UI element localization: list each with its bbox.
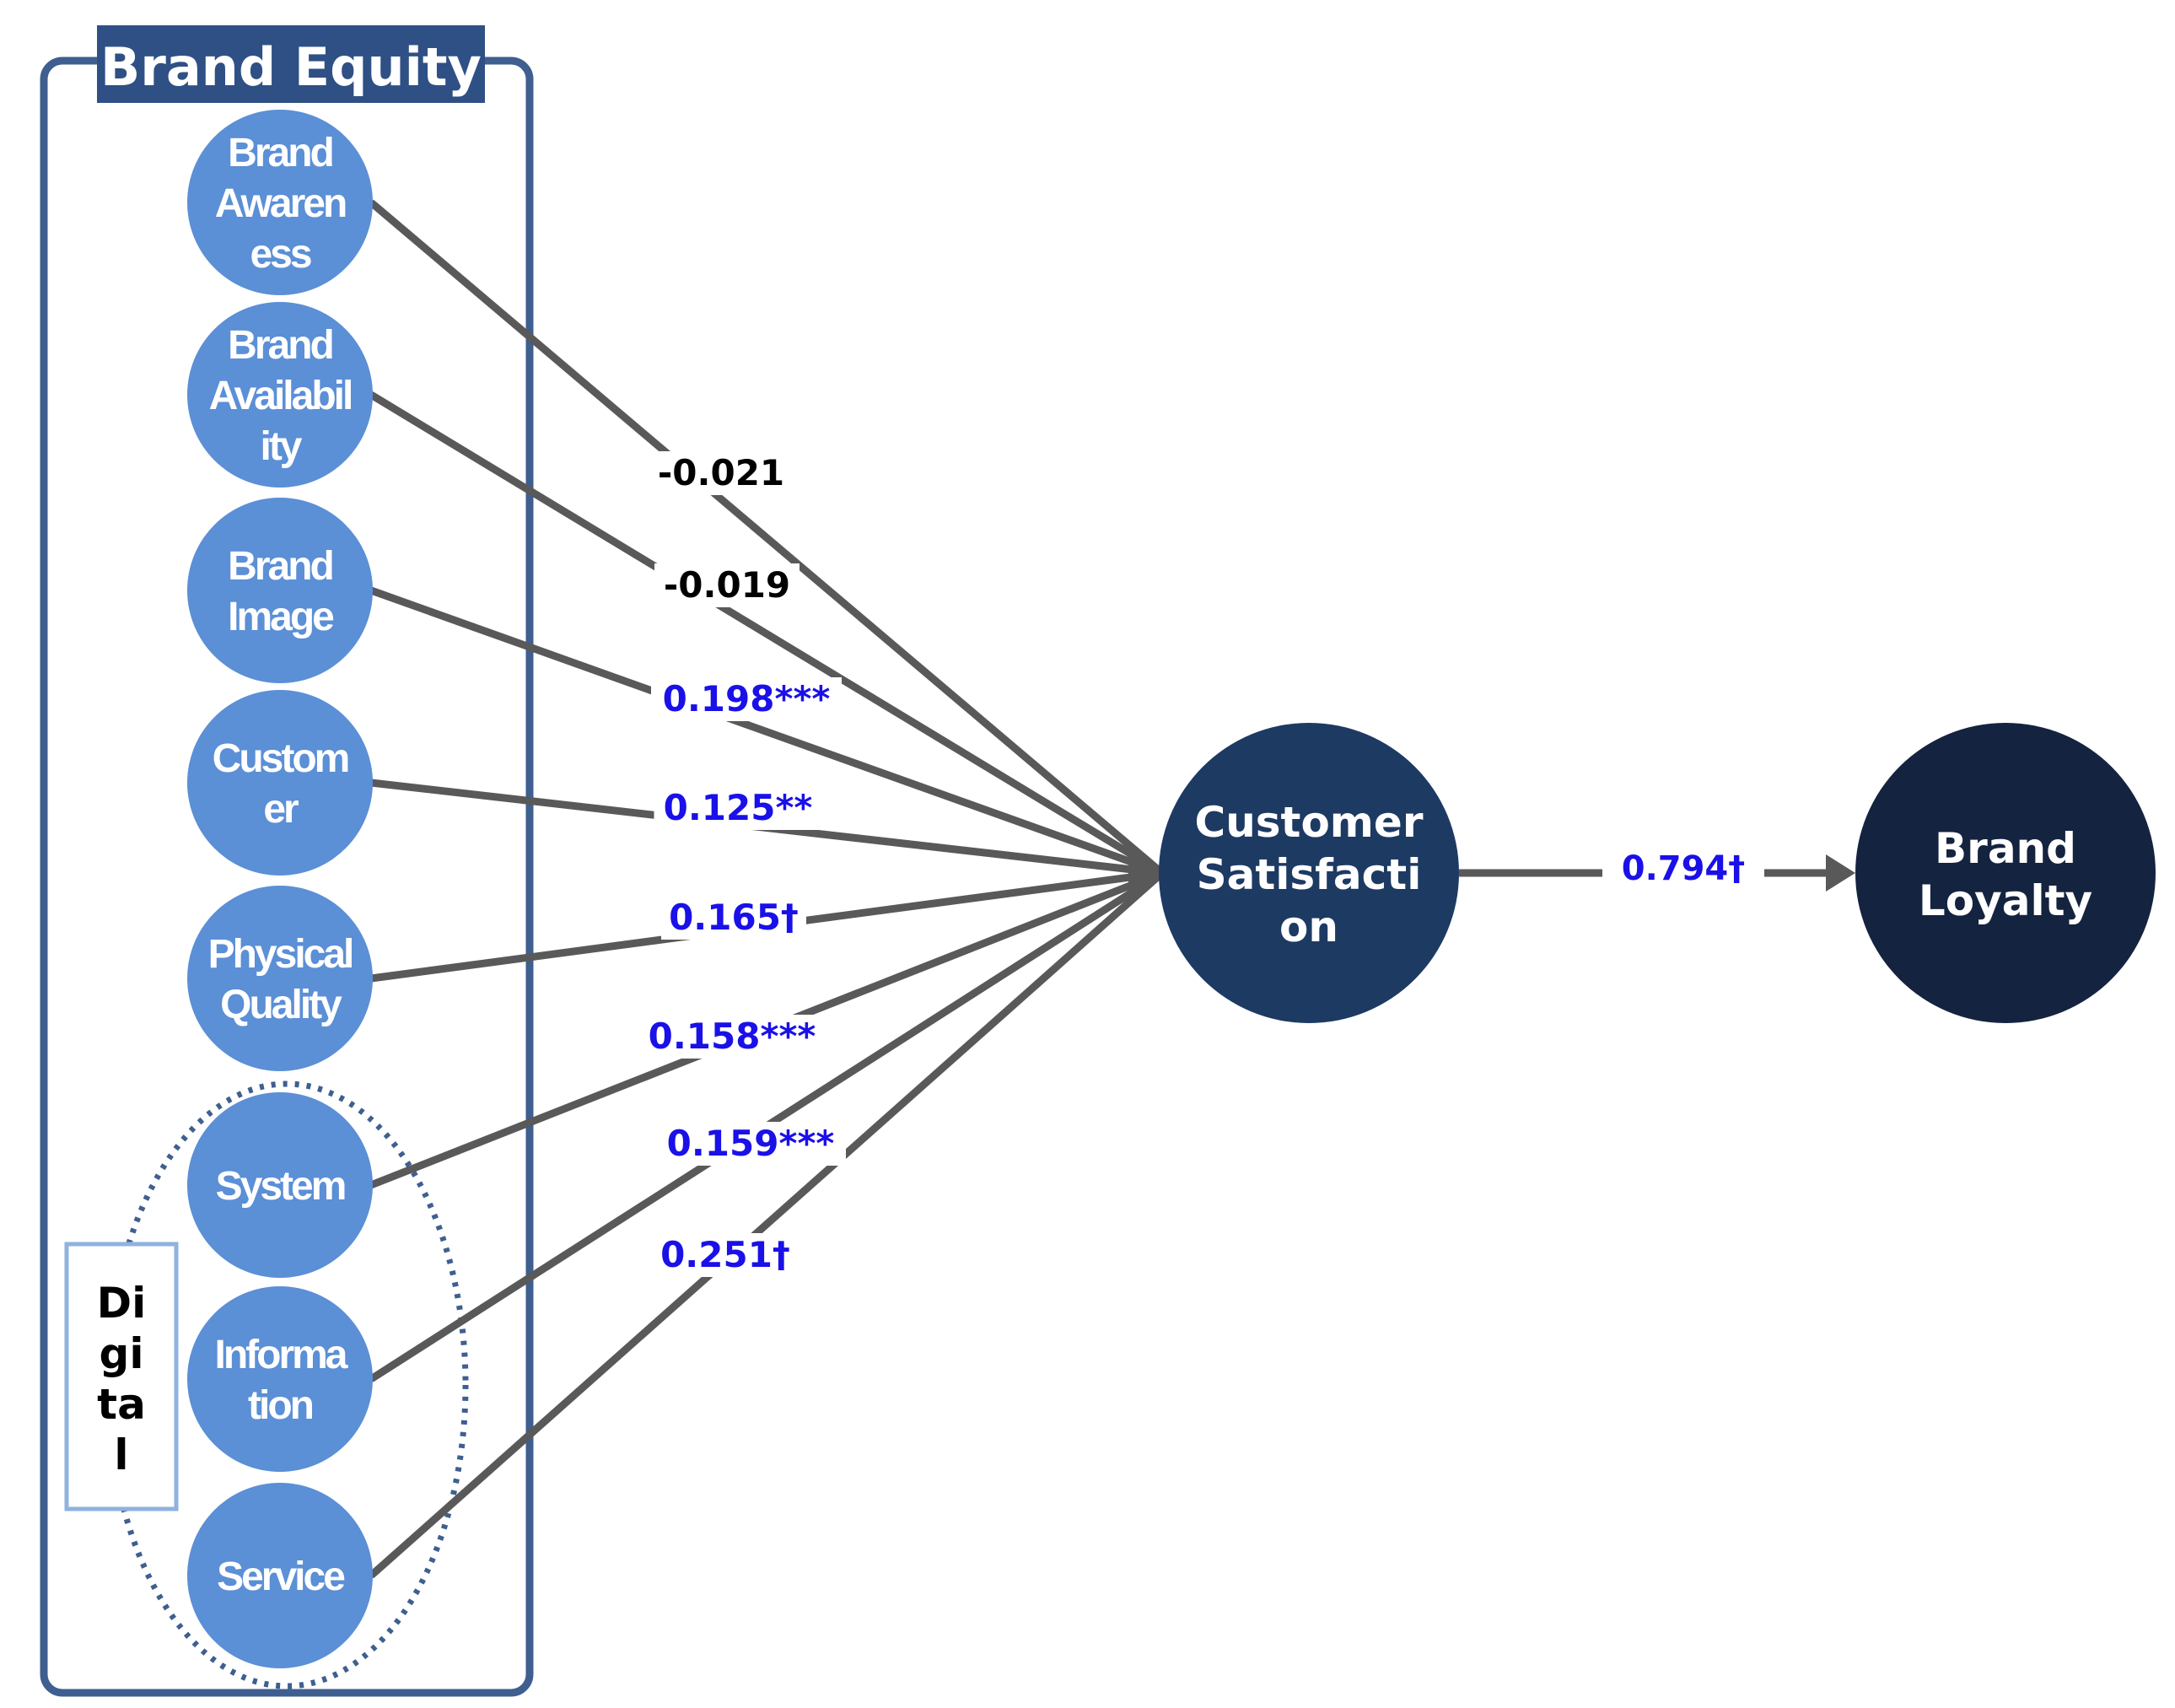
construct-label-availability: Brand: [228, 323, 332, 368]
construct-node-system: System: [187, 1092, 373, 1278]
coef-label-physical: 0.165†: [669, 897, 799, 938]
path-awareness-to-satisfaction: [369, 199, 1165, 876]
construct-label-system: System: [216, 1164, 345, 1209]
coef-bg-customer: [654, 786, 822, 830]
coef-label-system: 0.158***: [649, 1016, 816, 1057]
digital-label-line-1: gi: [100, 1329, 144, 1378]
construct-label-physical: Physical: [208, 932, 353, 977]
construct-label-information: Informa: [214, 1333, 347, 1377]
customer-satisfaction-node-label: on: [1279, 902, 1338, 951]
coef-bg-service: [653, 1233, 798, 1277]
digital-label-line-2: ta: [97, 1380, 146, 1429]
brand-loyalty-node-label: Brand: [1935, 824, 2076, 873]
construct-node-information: Informa tion: [187, 1286, 373, 1472]
path-image-to-satisfaction: [369, 586, 1164, 877]
construct-label-awareness: Awaren: [215, 181, 346, 226]
construct-label-information: tion: [248, 1383, 313, 1428]
coefficient-labels: -0.021 -0.019 0.198*** 0.125** 0.165† 0.158**…: [637, 451, 1745, 1277]
path-service-to-satisfaction: [369, 870, 1165, 1579]
construct-label-physical: Quality: [220, 983, 342, 1027]
coef-label-image: 0.198***: [663, 678, 831, 719]
construct-circle-physical: [187, 886, 373, 1071]
construct-node-service: Service: [187, 1483, 373, 1668]
digital-group-outline: [105, 1080, 469, 1689]
construct-label-awareness: ess: [250, 232, 310, 277]
construct-circle-awareness: [187, 110, 373, 295]
brand-loyalty-node-label: Loyalty: [1919, 876, 2092, 925]
digital-label-box: [64, 1242, 179, 1511]
coef-label-information: 0.159***: [667, 1123, 835, 1164]
coef-bg-availability: [654, 563, 799, 607]
construct-label-service: Service: [217, 1554, 345, 1599]
construct-circle-service: [187, 1483, 373, 1668]
construct-label-availability: Availabil: [209, 374, 352, 418]
customer-satisfaction-node-label: Satisfacti: [1197, 850, 1422, 899]
construct-circle-system: [187, 1092, 373, 1278]
coef-bg-image: [651, 677, 842, 721]
construct-circle-availability: [187, 302, 373, 488]
coef-label-customer: 0.125**: [664, 787, 813, 828]
coef-label-satisfaction-to-loyalty: 0.794†: [1622, 849, 1746, 888]
construct-label-customer: er: [263, 787, 299, 832]
construct-label-image: Brand: [228, 544, 332, 589]
construct-circle-information: [187, 1286, 373, 1472]
construct-label-awareness: Brand: [228, 131, 332, 175]
coef-bg-information: [655, 1122, 846, 1166]
coef-bg-physical: [661, 896, 806, 940]
construct-label-image: Image: [228, 595, 334, 639]
digital-label-line-3: l: [114, 1431, 128, 1479]
coef-label-availability: -0.019: [664, 564, 790, 606]
coef-bg-system: [637, 1015, 827, 1059]
digital-label-line-0: Di: [97, 1279, 147, 1328]
coef-label-service: 0.251†: [660, 1234, 790, 1275]
loyalty-arrowhead: [1826, 854, 1855, 892]
construct-label-customer: Custom: [213, 736, 348, 781]
construct-circle-customer: [187, 690, 373, 876]
customer-satisfaction-node-circle: [1159, 723, 1459, 1023]
customer-satisfaction-node-label: Customer: [1195, 798, 1424, 847]
brand-equity-title: Brand Equity: [100, 36, 482, 98]
coef-label-awareness: -0.021: [658, 452, 784, 493]
nodes-layer: BrandAwarenessBrandAvailabilityBrandImag…: [187, 110, 2156, 1668]
brand-loyalty-node-circle: [1855, 723, 2156, 1023]
construct-label-availability: ity: [260, 424, 302, 469]
paths-layer: [369, 199, 1855, 1579]
construct-node-customer: Custom er: [187, 690, 373, 876]
brand-equity-title-bg: [97, 25, 485, 103]
path-availability-to-satisfaction: [369, 391, 1165, 876]
coef-bg-awareness: [649, 451, 794, 495]
satisfaction-arrowhead: [1128, 848, 1164, 898]
construct-circle-image: [187, 498, 373, 683]
